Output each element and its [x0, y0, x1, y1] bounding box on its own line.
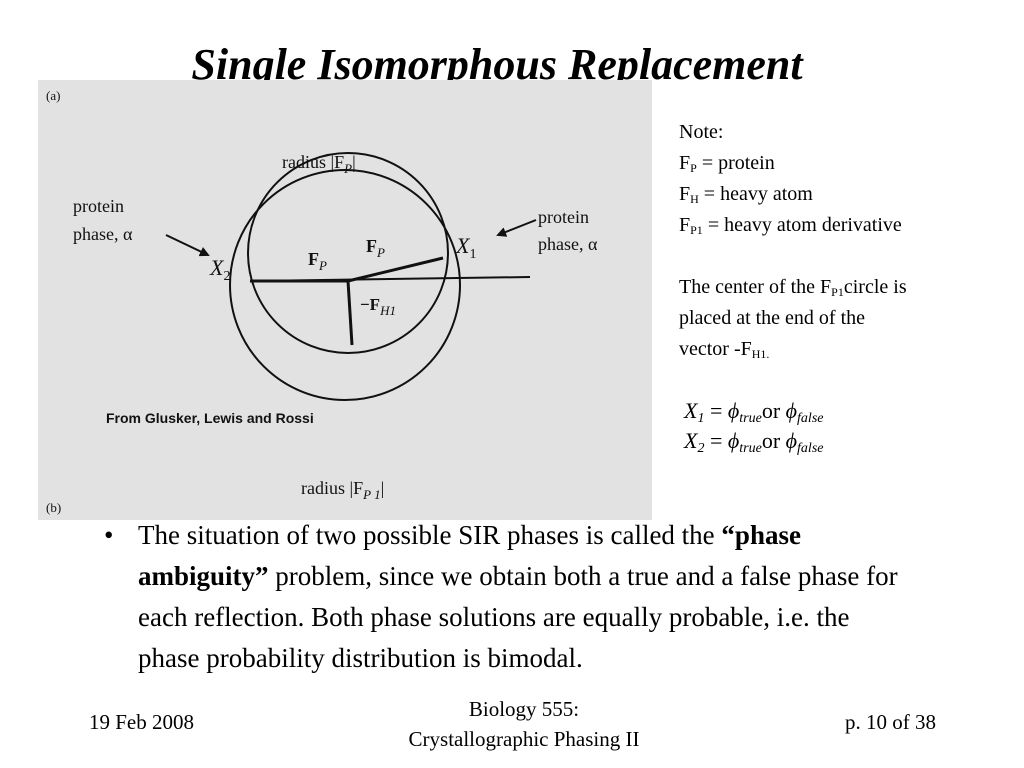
- right-phase-arrow: [496, 219, 537, 237]
- note-spacer: [679, 241, 999, 272]
- note-panel: Note: FP = protein FH = heavy atom FP1 =…: [679, 117, 999, 365]
- x1-label: X1: [455, 233, 476, 262]
- fh1-vector: [346, 280, 354, 346]
- note-line-fp1: FP1 = heavy atom derivative: [679, 214, 902, 237]
- fp1-circle: [229, 169, 461, 401]
- note-line-fh: FH = heavy atom: [679, 183, 813, 206]
- protein-phase-right-line1: protein: [538, 207, 589, 227]
- phase-ambiguity-term: “phase ambiguity”: [138, 520, 801, 591]
- bullet-point: • The situation of two possible SIR phas…: [104, 515, 914, 679]
- fp-vector-right: [347, 256, 444, 283]
- panel-b-label: (b): [46, 500, 61, 515]
- note-heading: Note:: [679, 121, 724, 143]
- footer-course-line1: Biology 555:: [468, 697, 580, 721]
- protein-phase-left-line1: protein: [73, 196, 124, 216]
- fp-circle: [247, 152, 449, 354]
- note-center-line1: The center of the FP1circle is: [679, 276, 907, 299]
- note-center-line3: vector -FH1.: [679, 338, 770, 361]
- note-line-fp: FP = protein: [679, 152, 775, 175]
- fh1-label: −FH1: [360, 295, 396, 318]
- footer-course-line2: Crystallographic Phasing II: [408, 727, 640, 751]
- radius-fp-label: radius |FP|: [282, 152, 356, 176]
- fp-left-label: FP: [308, 249, 327, 273]
- protein-phase-right-line2: phase, α: [538, 234, 598, 254]
- left-phase-arrow: [165, 234, 210, 257]
- panel-a-label: (a): [46, 88, 60, 103]
- bullet-text: The situation of two possible SIR phases…: [138, 520, 898, 673]
- phase-equations: X1 = ϕtrueor ϕfalse X2 = ϕtrueor ϕfalse: [684, 396, 824, 456]
- bullet-marker: •: [104, 520, 114, 550]
- footer-page-number: p. 10 of 38: [845, 710, 936, 734]
- sir-diagram: (a) (b) radius |FP| radius |FP 1| protei…: [38, 80, 652, 520]
- equation-x1: X1 = ϕtrueor ϕfalse: [684, 398, 824, 426]
- footer-date: 19 Feb 2008: [89, 710, 194, 734]
- footer-course: Biology 555: Crystallographic Phasing II: [374, 694, 674, 754]
- figure-credit: From Glusker, Lewis and Rossi: [106, 410, 314, 426]
- fp-right-label: FP: [366, 236, 385, 260]
- note-center-line2: placed at the end of the: [679, 307, 866, 329]
- x2-label: X2: [209, 255, 230, 284]
- equation-x2: X2 = ϕtrueor ϕfalse: [684, 428, 824, 456]
- radius-fp1-label: radius |FP 1|: [301, 478, 384, 502]
- harker-construction: (a) (b) radius |FP| radius |FP 1| protei…: [46, 88, 598, 515]
- protein-phase-left-line2: phase, α: [73, 224, 133, 244]
